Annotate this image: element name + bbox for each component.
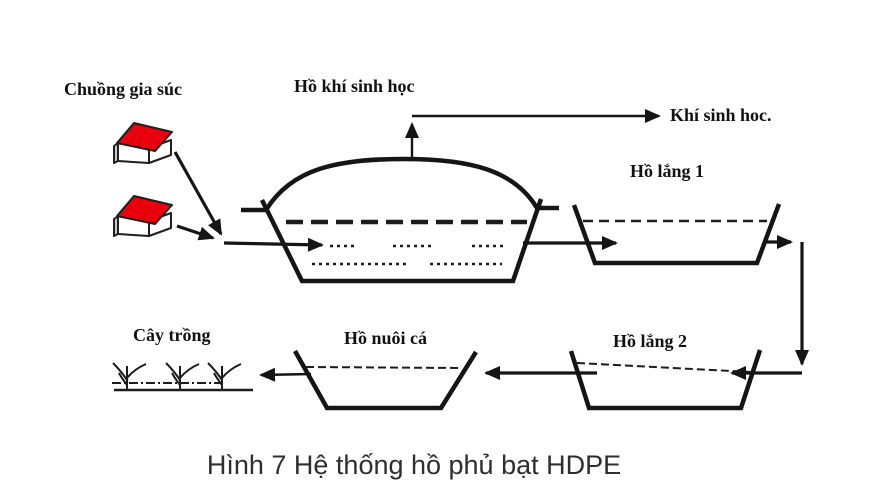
barn-label: Chuồng gia súc (64, 79, 182, 99)
crops-field (112, 362, 253, 392)
biogas-pond-label: Hồ khí sinh học (294, 76, 415, 96)
plant-sprout-icon (207, 362, 242, 390)
settling-pond-1-label: Hồ lắng 1 (630, 161, 704, 181)
settling-pond-1-shape (571, 203, 782, 266)
house-icon (113, 195, 173, 237)
flow-arrow-barn2-inlet (176, 224, 215, 241)
fish-pond-shape (293, 349, 478, 411)
flow-arrow-fish-to-crops (259, 367, 312, 382)
flow-arrow-barn1-inlet (173, 151, 223, 236)
flow-arrow-inlet-biogas (223, 237, 324, 252)
crops-label: Cây trồng (133, 325, 211, 345)
biogas-gas-label: Khí sinh hoc. (670, 105, 772, 125)
settling-pond-2-label: Hồ lắng 2 (613, 331, 687, 351)
biogas-pond-shape (241, 156, 559, 284)
plant-sprout-icon (165, 362, 200, 390)
house-icon (113, 122, 173, 164)
sludge-dots (312, 244, 507, 266)
plant-sprout-icon (112, 362, 147, 390)
figure-caption: Hình 7 Hệ thống hồ phủ bạt HDPE (207, 450, 621, 480)
fish-pond-label: Hồ nuôi cá (344, 328, 427, 348)
settling-pond-2-shape (568, 349, 763, 411)
